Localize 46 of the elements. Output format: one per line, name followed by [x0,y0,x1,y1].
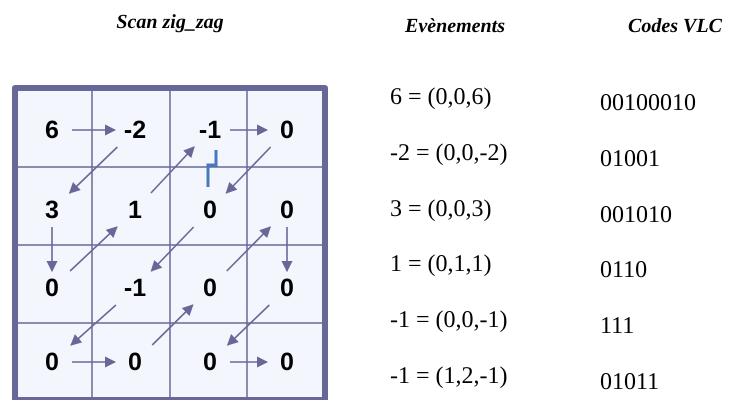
cell-value: 3 [34,195,70,225]
cell-value: 0 [192,273,228,303]
arrow [281,227,293,272]
cell-value: 0 [34,273,70,303]
cell-value: 0 [192,347,228,377]
event-text: 3 = (0,0,3) [390,195,492,223]
arrow [46,227,58,272]
event-text: -2 = (0,0,-2) [390,139,508,167]
arrow [70,226,118,272]
arrow [152,304,194,346]
event-text: -1 = (0,0,-1) [390,306,508,334]
event-text: 6 = (0,0,6) [390,83,492,111]
column-heading: Codes VLC [628,15,722,38]
vlc-code: 01001 [600,145,660,173]
vlc-code: 01011 [600,368,660,396]
cell-value: 0 [269,195,305,225]
cell-value: -1 [117,273,153,303]
arrow [70,304,116,346]
cell-value: 0 [34,347,70,377]
arrow [226,146,272,194]
cell-value: -1 [192,115,228,145]
cell-value: 0 [269,273,305,303]
arrow [72,356,116,368]
cell-value: 6 [34,115,70,145]
grid-heading: Scan zig_zag [116,11,224,34]
cell-value: -2 [117,115,153,145]
vlc-code: 111 [600,312,634,340]
arrow [226,304,270,346]
arrow [150,226,194,272]
vlc-code: 00100010 [600,89,696,117]
arrow [150,146,195,194]
cell-value: 0 [269,115,305,145]
cell-value: 0 [117,347,153,377]
column-heading: Evènements [405,15,505,38]
vlc-code: 001010 [600,201,672,229]
arrow [72,124,116,136]
cell-value: 0 [192,195,228,225]
arrow [68,146,118,194]
event-text: -1 = (1,2,-1) [390,362,508,390]
arrow [226,226,271,272]
event-text: 1 = (0,1,1) [390,250,492,278]
arrow [230,124,268,136]
cell-value: 0 [269,347,305,377]
vlc-code: 0110 [600,256,648,284]
cell-value: 1 [117,195,153,225]
arrow [230,356,268,368]
